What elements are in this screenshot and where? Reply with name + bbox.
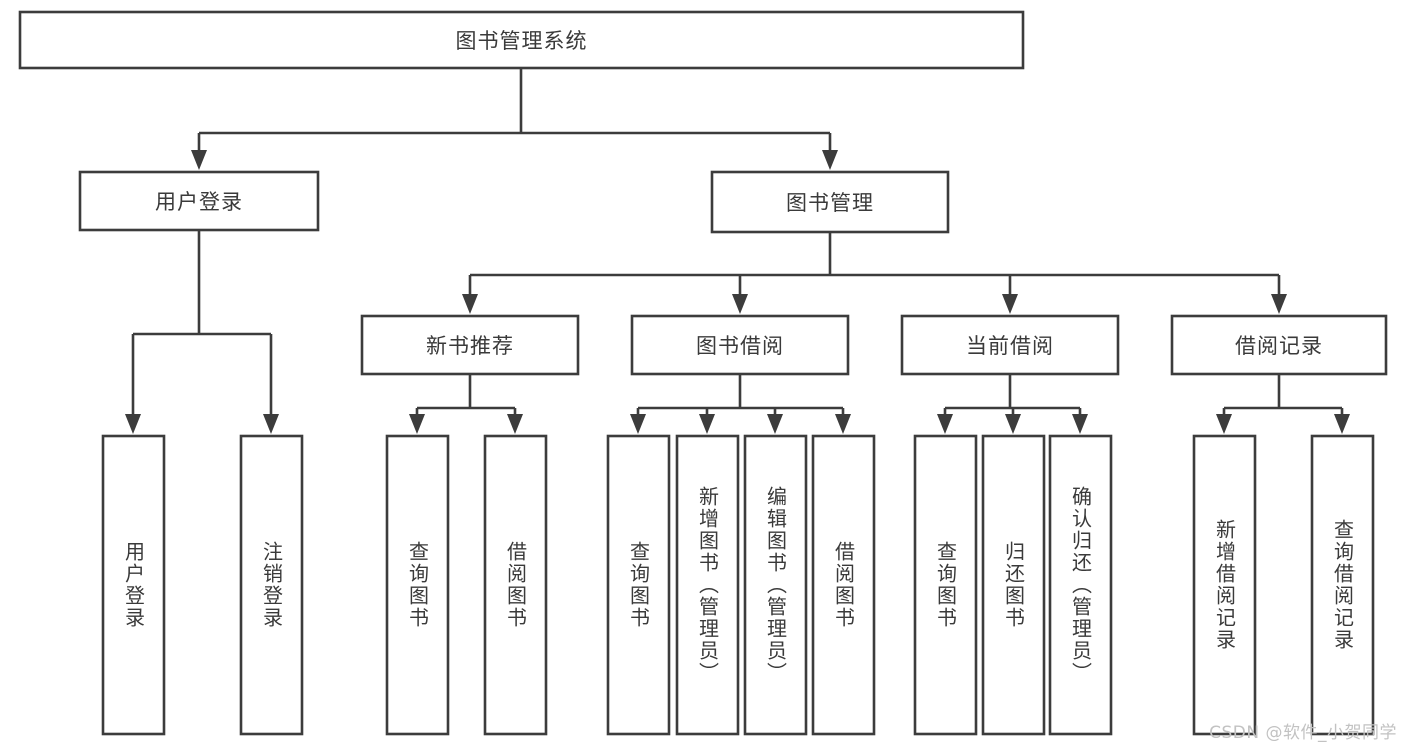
level3-node-3-box[interactable]: [1170, 314, 1388, 376]
arrow-head-root_to_level2-0: [191, 150, 207, 170]
node-boxes-layer: [18, 10, 1388, 736]
level3-node-1-box[interactable]: [630, 314, 850, 376]
level3-node-2-box[interactable]: [900, 314, 1120, 376]
leaf-node-4-box[interactable]: [606, 434, 671, 736]
leaf-node-11-box[interactable]: [1192, 434, 1257, 736]
arrow-head-books_to_level3-1: [732, 294, 748, 314]
arrow-head-borrow_to_leaves-3: [835, 414, 851, 434]
leaf-node-12-box[interactable]: [1310, 434, 1375, 736]
arrow-head-borrow_to_leaves-2: [767, 414, 783, 434]
arrow-head-current_to_leaves-0: [937, 414, 953, 434]
leaf-node-8-box[interactable]: [913, 434, 978, 736]
leaf-node-9-box[interactable]: [981, 434, 1046, 736]
root-node-box[interactable]: [18, 10, 1025, 70]
leaf-node-0-box[interactable]: [101, 434, 166, 736]
level3-node-0-box[interactable]: [360, 314, 580, 376]
leaf-node-1-box[interactable]: [239, 434, 304, 736]
arrow-head-books_to_level3-2: [1002, 294, 1018, 314]
arrow-head-books_to_level3-0: [462, 294, 478, 314]
arrow-head-current_to_leaves-1: [1005, 414, 1021, 434]
arrow-head-recommend_to_leaves-0: [409, 414, 425, 434]
arrow-head-login_to_leaves-1: [263, 414, 279, 434]
level2-node-0-box[interactable]: [78, 170, 320, 232]
arrow-head-borrow_to_leaves-0: [630, 414, 646, 434]
leaf-node-10-box[interactable]: [1048, 434, 1113, 736]
arrow-head-record_to_leaves-0: [1216, 414, 1232, 434]
arrow-head-borrow_to_leaves-1: [699, 414, 715, 434]
arrow-head-recommend_to_leaves-1: [507, 414, 523, 434]
leaf-node-3-box[interactable]: [483, 434, 548, 736]
leaf-node-2-box[interactable]: [385, 434, 450, 736]
leaf-node-5-box[interactable]: [675, 434, 740, 736]
level2-node-1-box[interactable]: [710, 170, 950, 234]
arrow-head-login_to_leaves-0: [125, 414, 141, 434]
connectors-layer: [125, 68, 1350, 434]
leaf-node-7-box[interactable]: [811, 434, 876, 736]
arrow-head-root_to_level2-1: [822, 150, 838, 170]
leaf-node-6-box[interactable]: [743, 434, 808, 736]
arrow-head-current_to_leaves-2: [1072, 414, 1088, 434]
csdn-watermark: CSDN @软件_小贺同学: [1209, 723, 1397, 743]
arrow-head-books_to_level3-3: [1271, 294, 1287, 314]
arrow-head-record_to_leaves-1: [1334, 414, 1350, 434]
